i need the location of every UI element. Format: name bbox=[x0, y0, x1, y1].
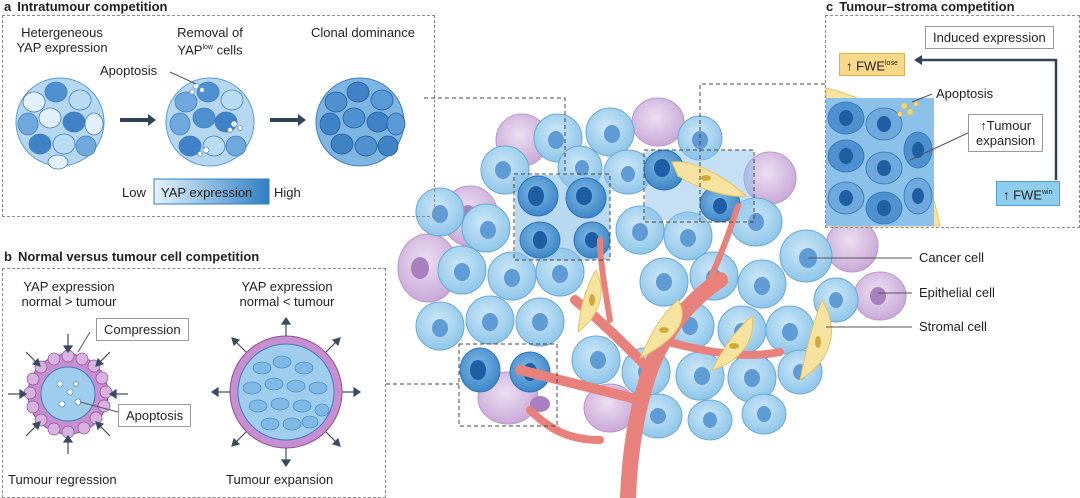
panel-b-title-text: Normal versus tumour cell competition bbox=[17, 249, 260, 264]
compression-callout: Compression bbox=[96, 318, 189, 341]
tumour-expansion-caption: Tumour expansion bbox=[226, 472, 334, 487]
panel-a-col2-label: Removal of YAPlow cells bbox=[158, 25, 262, 57]
fwe-win-text: ↑ FWE bbox=[1003, 187, 1042, 203]
tumour-regression-caption: Tumour regression bbox=[8, 472, 117, 487]
panel-b-right-line1: YAP expression bbox=[241, 279, 333, 294]
panel-a-col2-line2: YAPlow cells bbox=[158, 40, 262, 57]
scale-mid-label: YAP expression bbox=[161, 185, 253, 200]
panel-b-letter: b bbox=[4, 249, 12, 264]
fwe-lose-text: ↑ FWE bbox=[846, 58, 885, 74]
panel-b-left-heading: YAP expression normal > tumour bbox=[4, 279, 134, 309]
panel-c-letter: c bbox=[826, 0, 834, 14]
panel-b-left-line2: normal > tumour bbox=[21, 294, 117, 309]
yap-scale-bar bbox=[153, 178, 270, 205]
panel-c-title-text: Tumour–stroma competition bbox=[839, 0, 1015, 14]
panel-c-title: c Tumour–stroma competition bbox=[826, 0, 1015, 14]
legend-stromal-cell: Stromal cell bbox=[919, 319, 987, 334]
panel-a-col1-line2: YAP expression bbox=[16, 40, 108, 55]
legend-leaders bbox=[808, 257, 912, 328]
induced-expression-callout: Induced expression bbox=[925, 26, 1054, 49]
panel-b-right-line2: normal < tumour bbox=[239, 294, 335, 309]
scale-low-label: Low bbox=[122, 185, 146, 200]
fwe-win-badge: ↑ FWEwin bbox=[996, 181, 1060, 207]
panel-a-col3-label: Clonal dominance bbox=[310, 25, 416, 40]
fwe-lose-sup: lose bbox=[885, 60, 898, 67]
panel-b-apoptosis-callout: Apoptosis bbox=[118, 404, 192, 427]
panel-a-col2-line1: Removal of bbox=[177, 25, 243, 40]
tumour-expansion-callout: ↑Tumour expansion bbox=[968, 114, 1044, 152]
stromal-cells bbox=[577, 161, 832, 382]
legend-epithelial-cell: Epithelial cell bbox=[919, 285, 995, 300]
panel-b-left-line1: YAP expression bbox=[23, 279, 115, 294]
arrow-a1 bbox=[120, 114, 156, 126]
panel-a-col1-label: Hetergeneous YAP expression bbox=[4, 25, 120, 55]
scale-high-label: High bbox=[274, 185, 301, 200]
panel-c-apoptosis-label: Apoptosis bbox=[936, 86, 994, 101]
panel-b-right-heading: YAP expression normal < tumour bbox=[222, 279, 352, 309]
fwe-win-sup: win bbox=[1042, 189, 1053, 196]
panel-a-frame bbox=[2, 15, 435, 217]
panel-a-title: a Intratumour competition bbox=[4, 0, 167, 14]
tumour-expansion-line2: expansion bbox=[976, 133, 1036, 148]
zoom-boxes bbox=[386, 83, 826, 427]
fwe-lose-badge: ↑ FWElose bbox=[839, 53, 905, 77]
panel-a-apoptosis-label: Apoptosis bbox=[100, 63, 158, 78]
legend-cancer-cell: Cancer cell bbox=[919, 250, 985, 265]
zoom-region-cells bbox=[459, 149, 753, 393]
panel-a-letter: a bbox=[4, 0, 12, 14]
tumour-expansion-line1: ↑Tumour bbox=[980, 118, 1032, 133]
yap-low-sup: low bbox=[202, 44, 213, 51]
yap-text: YAP bbox=[177, 42, 203, 58]
arrow-a2 bbox=[270, 114, 306, 126]
panel-a-col1-line1: Hetergeneous bbox=[21, 25, 103, 40]
panel-b-spheres bbox=[8, 316, 362, 468]
panel-c-illustration bbox=[825, 55, 1058, 227]
cells-text: cells bbox=[212, 42, 243, 58]
panel-a-spheres bbox=[15, 71, 406, 205]
panel-b-title: b Normal versus tumour cell competition bbox=[4, 249, 259, 264]
panel-a-title-text: Intratumour competition bbox=[17, 0, 168, 14]
